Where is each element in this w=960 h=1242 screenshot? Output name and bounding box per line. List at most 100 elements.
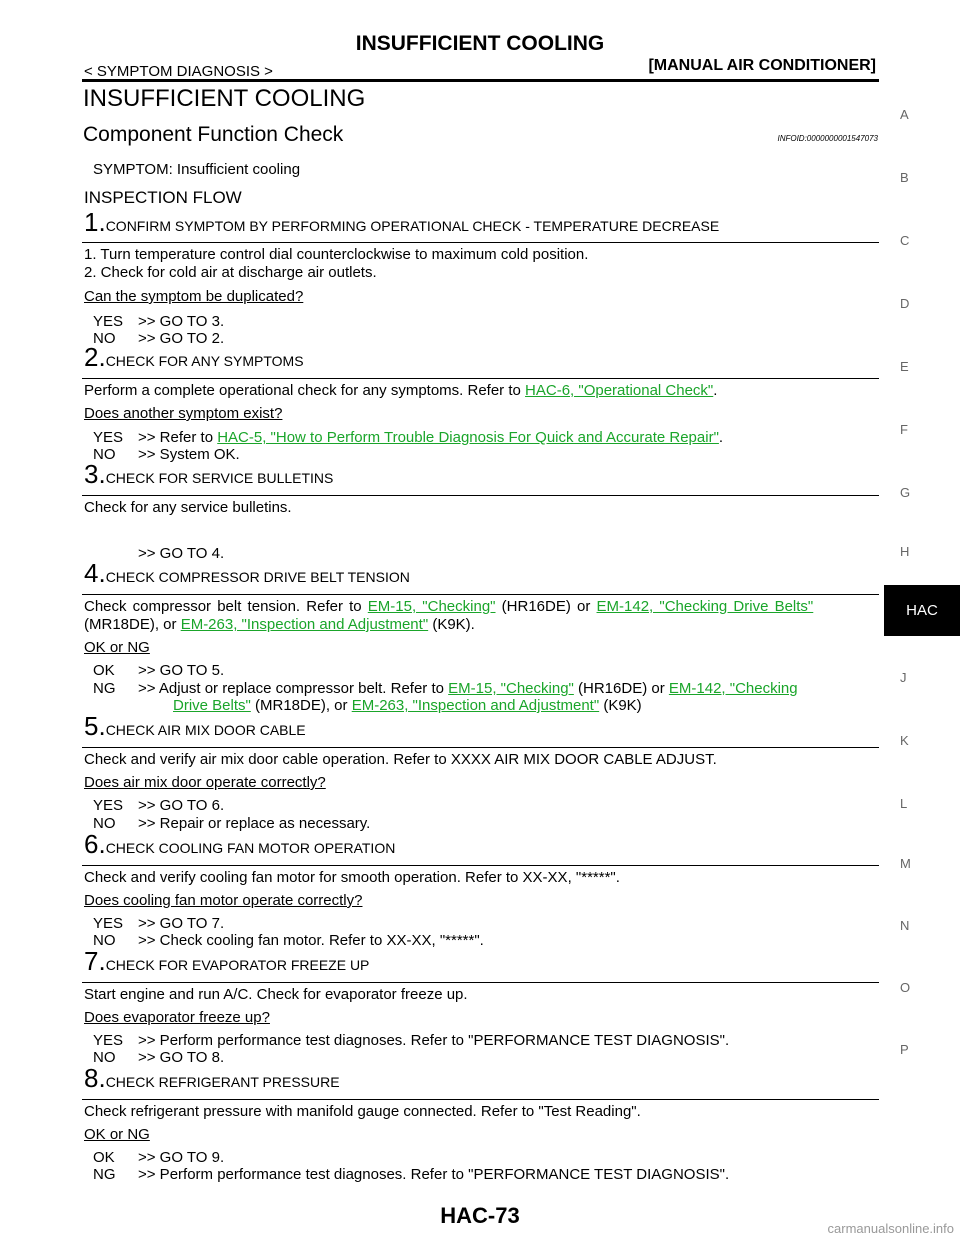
link-em-263[interactable]: EM-263, "Inspection and Adjustment": [180, 616, 429, 633]
step-2-answer-no: NO>> System OK.: [93, 446, 240, 463]
answer-text: >> GO TO 9.: [138, 1149, 225, 1166]
text: Check compressor belt tension. Refer to: [84, 598, 368, 615]
step-7-answer-no: NO >> GO TO 8.: [93, 1049, 224, 1066]
sidebar-letter-p[interactable]: P: [900, 1042, 909, 1057]
answer-text: >> GO TO 7.: [138, 915, 225, 932]
sidebar-tab-hac[interactable]: HAC: [884, 585, 960, 636]
info-id: INFOID:0000000001547073: [777, 134, 878, 143]
step-8-line1: Check refrigerant pressure with manifold…: [84, 1103, 641, 1120]
step-2-line1: Perform a complete operational check for…: [84, 382, 717, 399]
answer-label: YES: [93, 915, 124, 932]
sidebar-letter-o[interactable]: O: [900, 980, 911, 995]
step-4-line1: Check compressor belt tension. Refer to …: [84, 598, 813, 615]
step-7-heading: 7.CHECK FOR EVAPORATOR FREEZE UP: [84, 946, 369, 977]
step-4-heading: 4.CHECK COMPRESSOR DRIVE BELT TENSION: [84, 558, 410, 589]
step-2-rule: [82, 378, 879, 379]
step-2-number: 2.: [84, 342, 106, 372]
answer-label: NG: [93, 1166, 116, 1183]
step-8-title: CHECK REFRIGERANT PRESSURE: [105, 1074, 340, 1090]
answer-label: YES: [93, 797, 124, 814]
step-2-heading: 2.CHECK FOR ANY SYMPTOMS: [84, 342, 304, 373]
answer-label: YES: [93, 313, 124, 330]
answer-label: NO: [93, 932, 116, 949]
sidebar-letter-m[interactable]: M: [900, 856, 911, 871]
step-5-answer-no: NO>> Repair or replace as necessary.: [93, 815, 370, 832]
answer-text: >> Repair or replace as necessary.: [138, 815, 371, 832]
step-8-heading: 8.CHECK REFRIGERANT PRESSURE: [84, 1063, 340, 1094]
text: (MR18DE), or: [84, 616, 181, 633]
link-em-142[interactable]: EM-142, "Checking: [668, 680, 798, 697]
step-5-number: 5.: [84, 711, 106, 741]
link-em-15[interactable]: EM-15, "Checking": [448, 680, 574, 697]
link-hac-6[interactable]: HAC-6, "Operational Check": [525, 382, 714, 399]
step-4-rule: [82, 594, 879, 595]
link-em-142-cont[interactable]: Drive Belts": [173, 697, 251, 714]
step-2-question: Does another symptom exist?: [84, 405, 283, 422]
symptom-text: SYMPTOM: Insufficient cooling: [93, 161, 301, 178]
step-4-number: 4.: [84, 558, 106, 588]
step-3-number: 3.: [84, 459, 106, 489]
sidebar-letter-h[interactable]: H: [900, 544, 910, 559]
step-6-question: Does cooling fan motor operate correctly…: [84, 892, 363, 909]
text: (MR18DE), or: [250, 697, 352, 714]
step-3-line1: Check for any service bulletins.: [84, 499, 292, 516]
step-1-answer-yes: YES >> GO TO 3.: [93, 313, 224, 330]
step-5-rule: [82, 747, 879, 748]
answer-label: OK: [93, 1149, 115, 1166]
answer-label: NO: [93, 446, 116, 463]
page-number: HAC-73: [440, 1203, 520, 1228]
header-rule: [82, 79, 879, 82]
step-3-rule: [82, 495, 879, 496]
step-5-question: Does air mix door operate correctly?: [84, 774, 326, 791]
answer-text: >> GO TO 8.: [138, 1049, 225, 1066]
step-4-answer-ok: OK>> GO TO 5.: [93, 662, 224, 679]
step-1-rule: [82, 242, 879, 243]
sidebar-letter-g[interactable]: G: [900, 485, 911, 500]
sidebar-letter-a[interactable]: A: [900, 107, 909, 122]
answer-text: >> Check cooling fan motor. Refer to XX-…: [138, 932, 484, 949]
step-6-heading: 6.CHECK COOLING FAN MOTOR OPERATION: [84, 829, 395, 860]
step-5-answer-yes: YES >> GO TO 6.: [93, 797, 224, 814]
link-hac-5[interactable]: HAC-5, "How to Perform Trouble Diagnosis…: [217, 429, 719, 446]
step-1-line2: 2. Check for cold air at discharge air o…: [84, 264, 377, 281]
answer-text: >> Perform performance test diagnoses. R…: [138, 1032, 730, 1049]
answer-label: OK: [93, 662, 115, 679]
step-6-title: CHECK COOLING FAN MOTOR OPERATION: [105, 840, 396, 856]
step-1-line1: 1. Turn temperature control dial counter…: [84, 246, 589, 263]
step-7-question: Does evaporator freeze up?: [84, 1009, 270, 1026]
step-7-answer-yes: YES>> Perform performance test diagnoses…: [93, 1032, 729, 1049]
answer-label: YES: [93, 429, 124, 446]
answer-label: NO: [93, 1049, 116, 1066]
step-6-answer-yes: YES >> GO TO 7.: [93, 915, 224, 932]
step-7-title: CHECK FOR EVAPORATOR FREEZE UP: [105, 957, 370, 973]
step-1-question: Can the symptom be duplicated?: [84, 288, 304, 305]
sidebar-letter-d[interactable]: D: [900, 296, 910, 311]
step-4-answer-ng-cont: Drive Belts" (MR18DE), or EM-263, "Inspe…: [93, 697, 642, 714]
step-3-title: CHECK FOR SERVICE BULLETINS: [105, 470, 334, 486]
link-em-15[interactable]: EM-15, "Checking": [367, 598, 496, 615]
sidebar-letter-e[interactable]: E: [900, 359, 909, 374]
link-em-142[interactable]: EM-142, "Checking Drive Belts": [596, 598, 814, 615]
answer-text: >> Perform performance test diagnoses. R…: [138, 1166, 730, 1183]
inspection-flow-heading: INSPECTION FLOW: [84, 188, 242, 207]
step-8-answer-ok: OK >> GO TO 9.: [93, 1149, 224, 1166]
text: .: [713, 382, 718, 399]
sidebar-letter-j[interactable]: J: [900, 670, 907, 685]
link-em-263[interactable]: EM-263, "Inspection and Adjustment": [351, 697, 600, 714]
text: (HR16DE) or: [495, 598, 597, 615]
answer-text: >> GO TO 6.: [138, 797, 225, 814]
step-8-answer-ng: NG >> Perform performance test diagnoses.…: [93, 1166, 729, 1183]
sidebar-letter-l[interactable]: L: [900, 796, 908, 811]
sidebar-letter-f[interactable]: F: [900, 422, 908, 437]
sidebar-letter-b[interactable]: B: [900, 170, 909, 185]
step-8-number: 8.: [84, 1063, 106, 1093]
sidebar-letter-k[interactable]: K: [900, 733, 909, 748]
sidebar-letter-n[interactable]: N: [900, 918, 910, 933]
sidebar-letter-c[interactable]: C: [900, 233, 910, 248]
step-1-title: CONFIRM SYMPTOM BY PERFORMING OPERATIONA…: [105, 218, 720, 234]
step-1-heading: 1.CONFIRM SYMPTOM BY PERFORMING OPERATIO…: [84, 207, 719, 238]
step-7-rule: [82, 982, 879, 983]
header-breadcrumb: < SYMPTOM DIAGNOSIS >: [84, 63, 273, 80]
answer-text: >> GO TO 3.: [138, 313, 225, 330]
subsection-title: Component Function Check: [83, 123, 344, 146]
